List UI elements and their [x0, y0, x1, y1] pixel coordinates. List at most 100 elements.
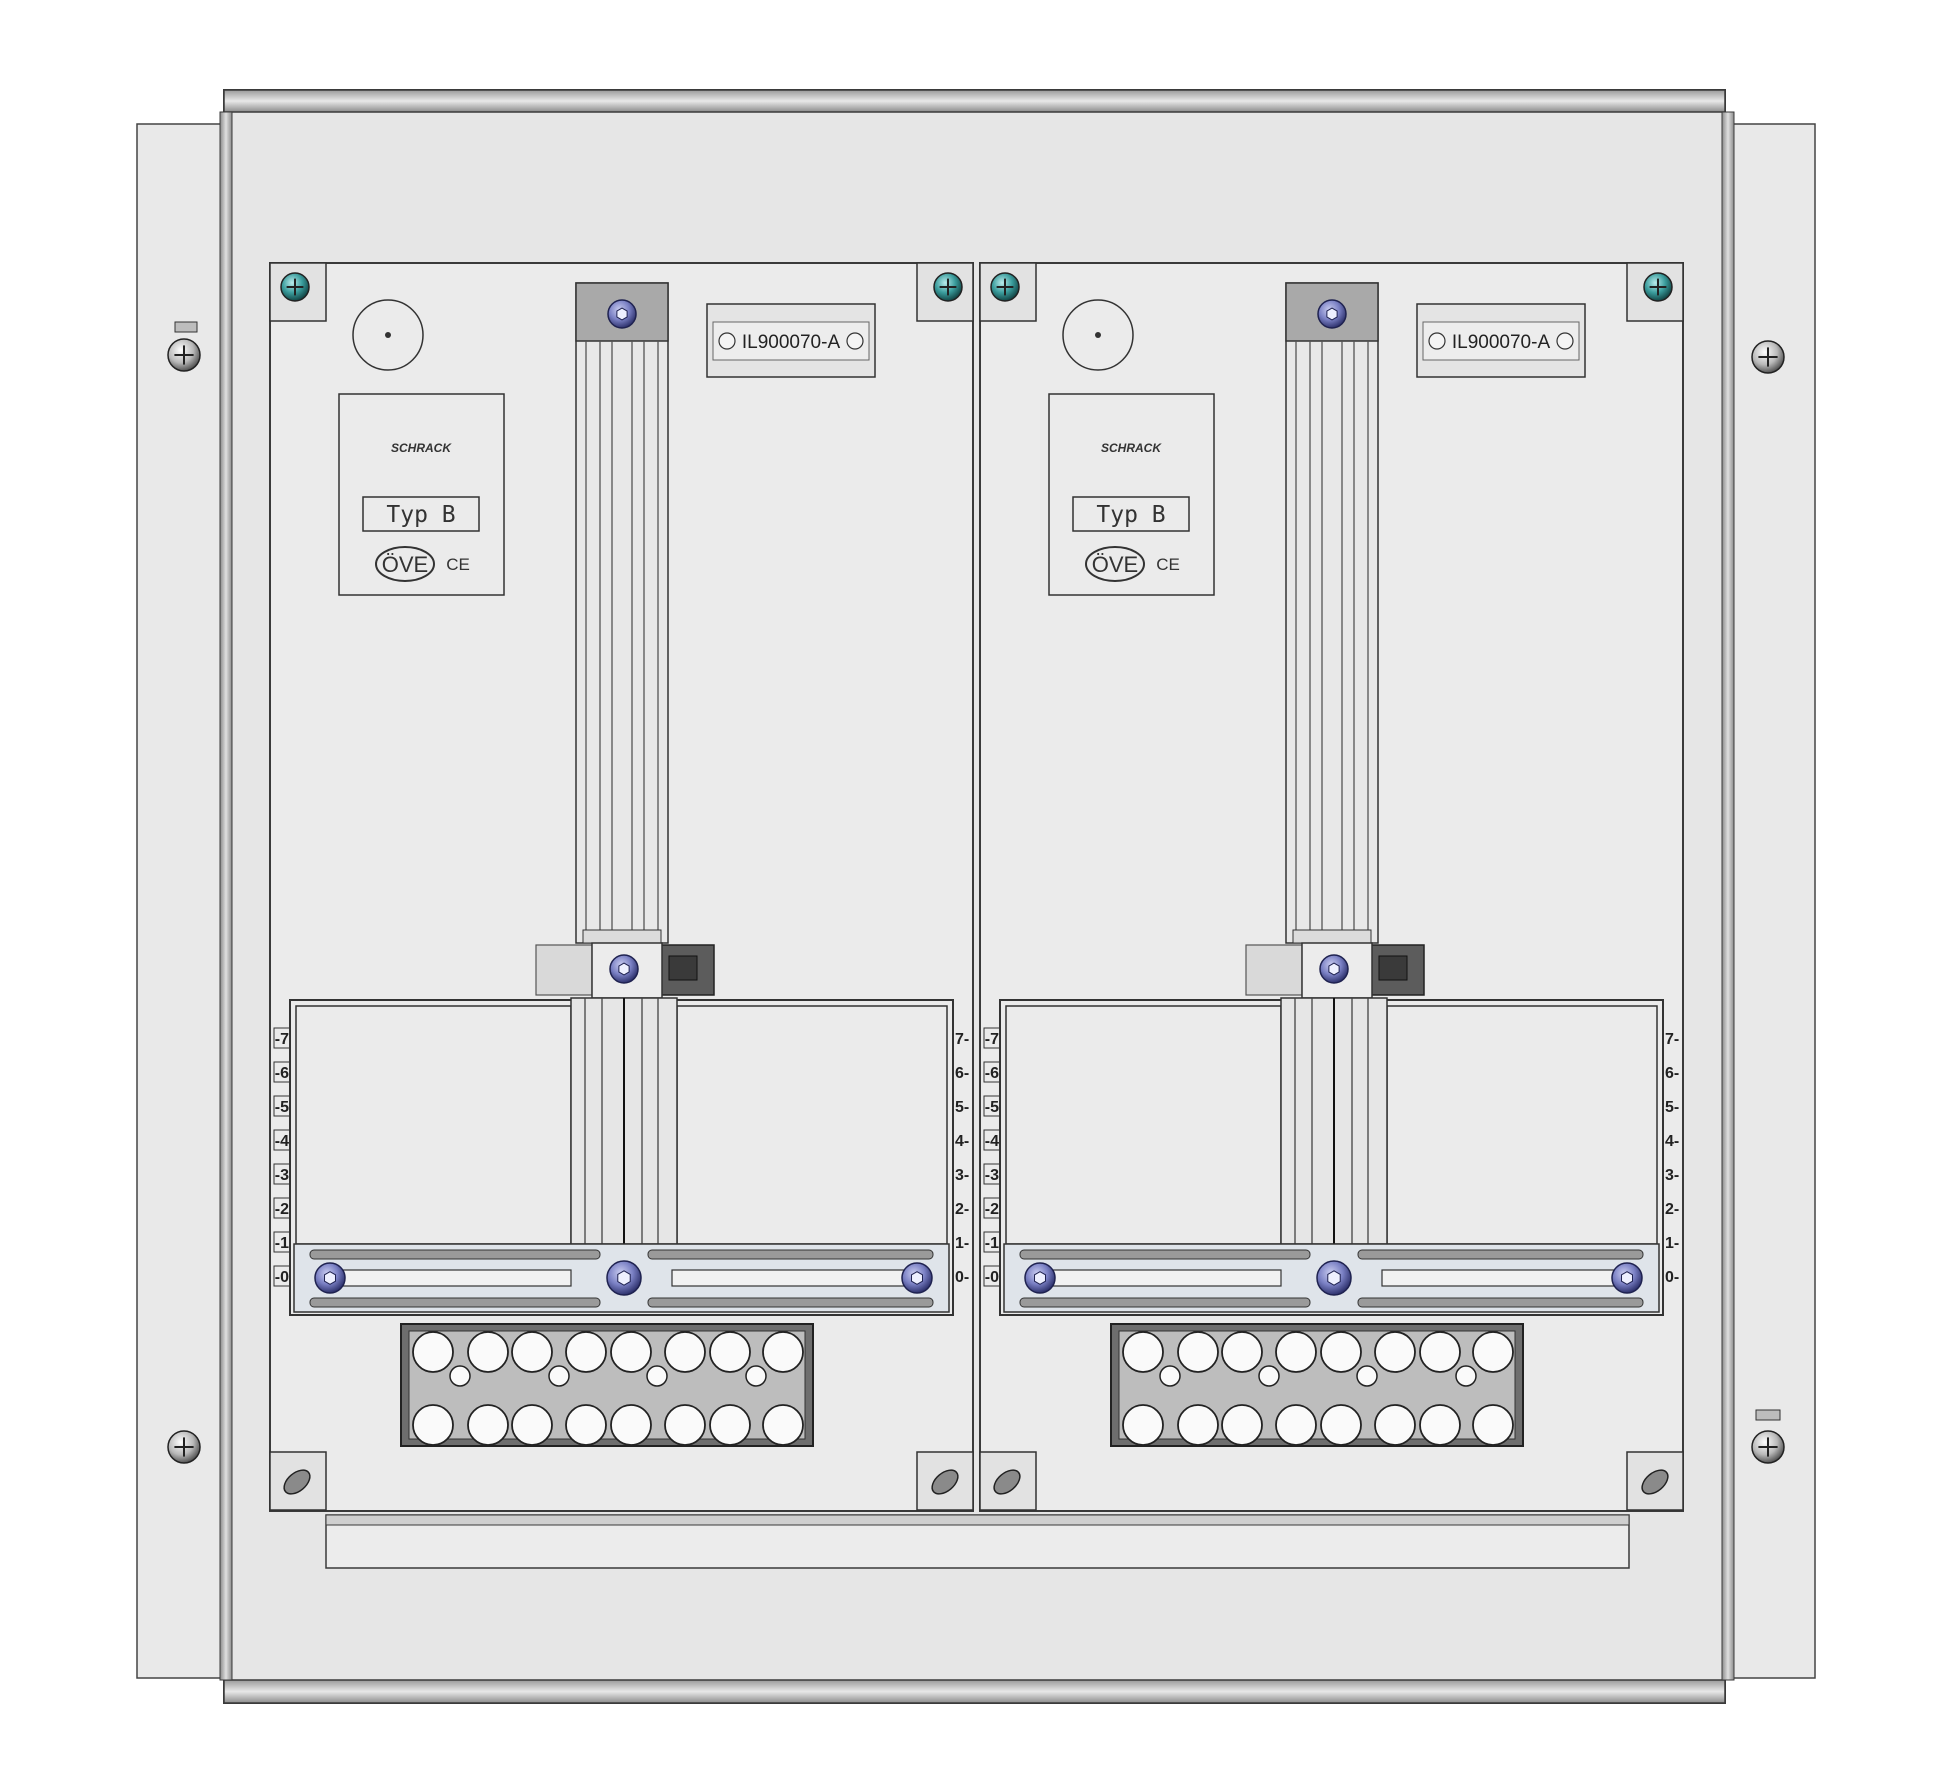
- frame-right-edge: [1721, 111, 1735, 1681]
- din-rail-lip: [1019, 1249, 1311, 1260]
- terminal-screw-hole: [1455, 1365, 1477, 1387]
- din-rail-lip: [647, 1297, 934, 1308]
- terminal-screw-hole: [1159, 1365, 1181, 1387]
- flange-clip: [1755, 1409, 1781, 1421]
- din-rail-lip: [1357, 1249, 1644, 1260]
- din-rail-lip: [647, 1249, 934, 1260]
- ce-mark: CE: [446, 555, 470, 574]
- mounting-slot: [1641, 1469, 1669, 1495]
- terminal-hole: [467, 1404, 509, 1446]
- scale-left-cell: [983, 1027, 1001, 1049]
- terminal-hole: [1122, 1331, 1164, 1373]
- scale-left-label: -5: [275, 1099, 289, 1116]
- terminal-screw-hole: [745, 1365, 767, 1387]
- scale-right-label: 5-: [1665, 1099, 1679, 1116]
- corner-bracket: [1626, 1451, 1684, 1511]
- scale-right-label: 4-: [955, 1133, 969, 1150]
- terminal-screw-hole: [1258, 1365, 1280, 1387]
- din-rail-slot: [671, 1269, 926, 1287]
- type-label: Typ B: [386, 502, 455, 528]
- scale-right-label: 1-: [955, 1235, 969, 1252]
- scale-left-label: -7: [275, 1031, 289, 1048]
- mounting-slot: [283, 1469, 311, 1495]
- scale-left-label: -7: [985, 1031, 999, 1048]
- flange-screw-icon: [1751, 340, 1785, 374]
- din-rail-screw-icon: [1024, 1262, 1056, 1294]
- carriage-latch: [1378, 955, 1408, 981]
- terminal-hole: [1472, 1404, 1514, 1446]
- tag-hole: [1428, 332, 1446, 350]
- scale-right-label: 6-: [1665, 1065, 1679, 1082]
- terminal-hole: [511, 1404, 553, 1446]
- terminal-screw-hole: [449, 1365, 471, 1387]
- scale-left-label: -6: [275, 1065, 289, 1082]
- carriage-screw-icon: [1319, 954, 1349, 984]
- vertical-rail: [575, 282, 669, 944]
- scale-right-label: 0-: [955, 1269, 969, 1286]
- scale-left-label: -0: [275, 1269, 289, 1286]
- scale-right-label: 5-: [955, 1099, 969, 1116]
- certification-mark: ÖVE: [382, 552, 428, 577]
- scale-right-label: 3-: [955, 1167, 969, 1184]
- terminal-hole: [1419, 1404, 1461, 1446]
- left-mounting-flange: [136, 123, 233, 1679]
- scale-left-cell: [273, 1265, 291, 1287]
- scale-left-label: -5: [985, 1099, 999, 1116]
- terminal-hole: [565, 1404, 607, 1446]
- corner-screw-icon: [990, 272, 1020, 302]
- terminal-hole: [1275, 1331, 1317, 1373]
- scale-left-cell: [983, 1231, 1001, 1253]
- scale-left-cell: [273, 1231, 291, 1253]
- terminal-hole: [664, 1331, 706, 1373]
- terminal-hole: [511, 1331, 553, 1373]
- ce-mark: CE: [1156, 555, 1180, 574]
- terminal-hole: [1275, 1404, 1317, 1446]
- scale-left-cell: [983, 1265, 1001, 1287]
- terminal-hole: [1374, 1404, 1416, 1446]
- flange-screws: [167, 321, 1785, 1464]
- meter-window-left: [1005, 1005, 1282, 1245]
- terminal-screw-hole: [548, 1365, 570, 1387]
- scale-left-cell: [273, 1027, 291, 1049]
- din-rail-slot: [1381, 1269, 1636, 1287]
- flange-screw-icon: [167, 338, 201, 372]
- corner-screw-icon: [280, 272, 310, 302]
- part-number-text: IL900070-A: [1452, 332, 1551, 353]
- vertical-rail: [1285, 282, 1379, 944]
- din-rail-screw-icon: [314, 1262, 346, 1294]
- scale-left-label: -1: [275, 1235, 289, 1252]
- part-number-inset: [1422, 321, 1580, 361]
- meter-window-right: [676, 1005, 948, 1245]
- scale-left-label: -2: [985, 1201, 999, 1218]
- scale-left-label: -1: [985, 1235, 999, 1252]
- type-label: Typ B: [1096, 502, 1165, 528]
- terminal-hole: [1320, 1331, 1362, 1373]
- carriage-latch: [668, 955, 698, 981]
- carriage-screw-icon: [609, 954, 639, 984]
- carriage-left-block: [535, 944, 593, 996]
- part-number-text: IL900070-A: [742, 332, 841, 353]
- seal-hole-center: [385, 332, 391, 338]
- terminal-hole: [1472, 1331, 1514, 1373]
- mounting-slot: [993, 1469, 1021, 1495]
- flange-clip: [174, 321, 198, 333]
- terminal-hole: [610, 1331, 652, 1373]
- scale-left-label: -4: [275, 1133, 289, 1150]
- din-rail-lip: [1019, 1297, 1311, 1308]
- tag-hole: [846, 332, 864, 350]
- seal-hole-center: [1095, 332, 1101, 338]
- certification-oval: [1085, 546, 1145, 582]
- din-rail-screw-icon: [901, 1262, 933, 1294]
- scale-right-label: 1-: [1665, 1235, 1679, 1252]
- frame-top-rail: [223, 89, 1726, 113]
- part-number-inset: [712, 321, 870, 361]
- scale-right-label: 6-: [955, 1065, 969, 1082]
- scale-right-label: 3-: [1665, 1167, 1679, 1184]
- terminal-hole: [1221, 1331, 1263, 1373]
- din-rail-slot: [1027, 1269, 1282, 1287]
- type-box: [1072, 496, 1190, 532]
- scale-left-label: -2: [275, 1201, 289, 1218]
- din-rail-screw-icon: [1611, 1262, 1643, 1294]
- scale-right-label: 2-: [1665, 1201, 1679, 1218]
